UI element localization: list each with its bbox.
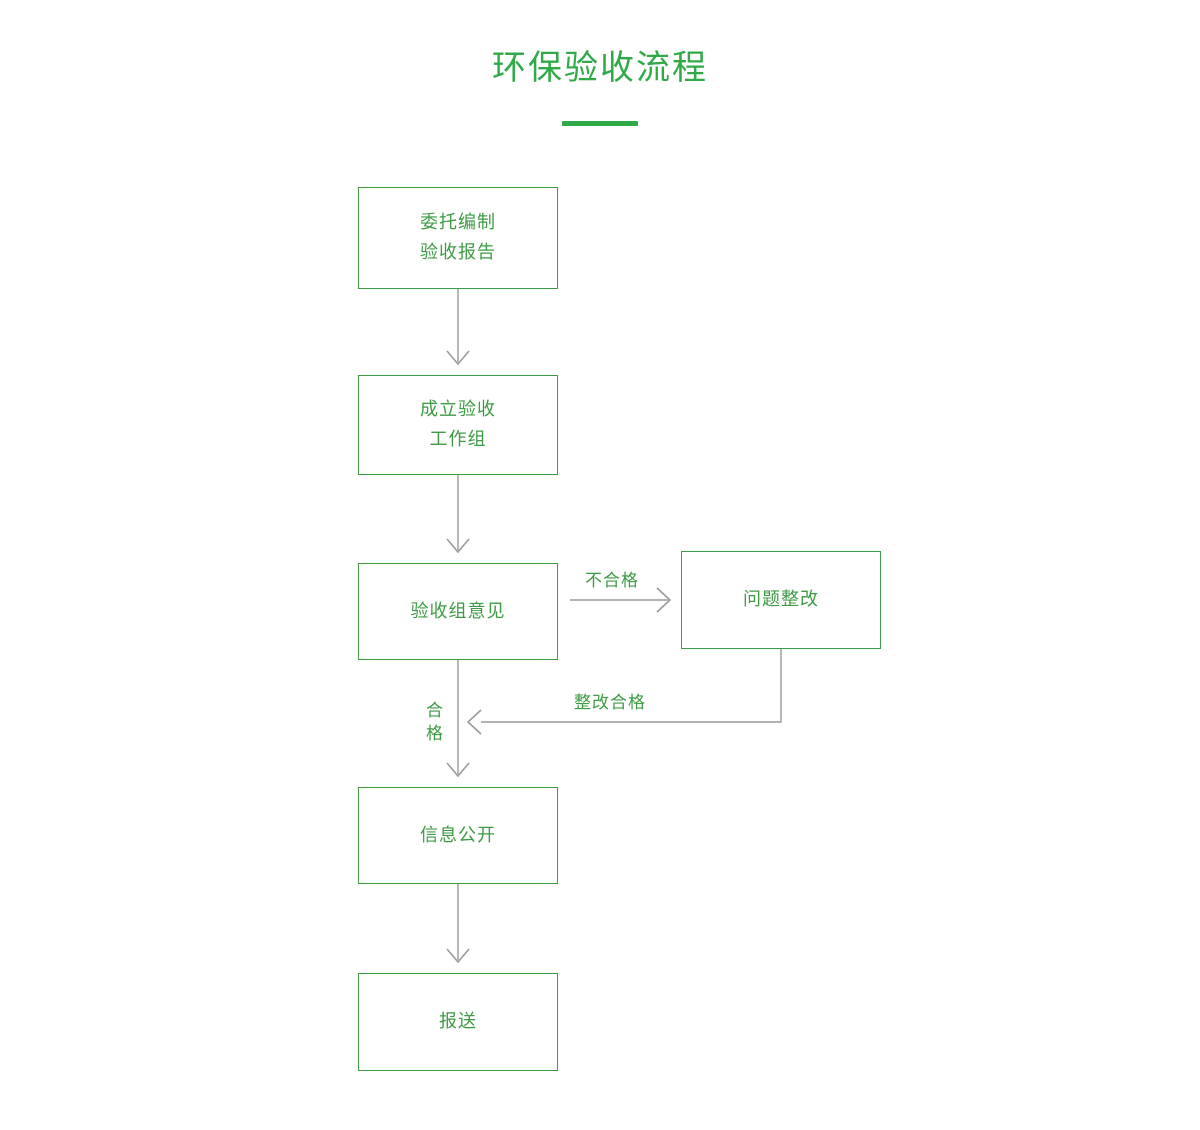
page-title: 环保验收流程 [492, 48, 708, 88]
node-submission[interactable]: 报送 [358, 973, 558, 1071]
title-underline-bar [562, 121, 638, 126]
node-label: 验收组意见 [410, 600, 506, 622]
arrowhead-n3-n4 [656, 587, 672, 613]
arrowhead-n2-n3 [446, 538, 470, 554]
node-information-disclosure[interactable]: 信息公开 [358, 787, 558, 884]
arrowhead-n4-feedback [466, 709, 482, 735]
arrowhead-n5-n6 [446, 948, 470, 964]
arrowhead-n1-n2 [446, 350, 470, 366]
edge-label-fail: 不合格 [585, 571, 639, 591]
node-label: 委托编制 验收报告 [420, 212, 496, 263]
edge-label-rectified-pass: 整改合格 [574, 693, 646, 713]
node-label: 问题整改 [743, 589, 819, 610]
node-establish-workgroup[interactable]: 成立验收 工作组 [358, 375, 558, 475]
node-entrust-report[interactable]: 委托编制 验收报告 [358, 187, 558, 289]
node-label: 信息公开 [420, 824, 496, 846]
node-acceptance-opinion[interactable]: 验收组意见 [358, 563, 558, 660]
node-label: 成立验收 工作组 [420, 399, 496, 450]
arrowhead-n3-n5 [446, 762, 470, 778]
edge-label-pass: 合格 [426, 701, 444, 744]
node-label: 报送 [439, 1011, 477, 1032]
node-problem-rectification[interactable]: 问题整改 [681, 551, 881, 649]
